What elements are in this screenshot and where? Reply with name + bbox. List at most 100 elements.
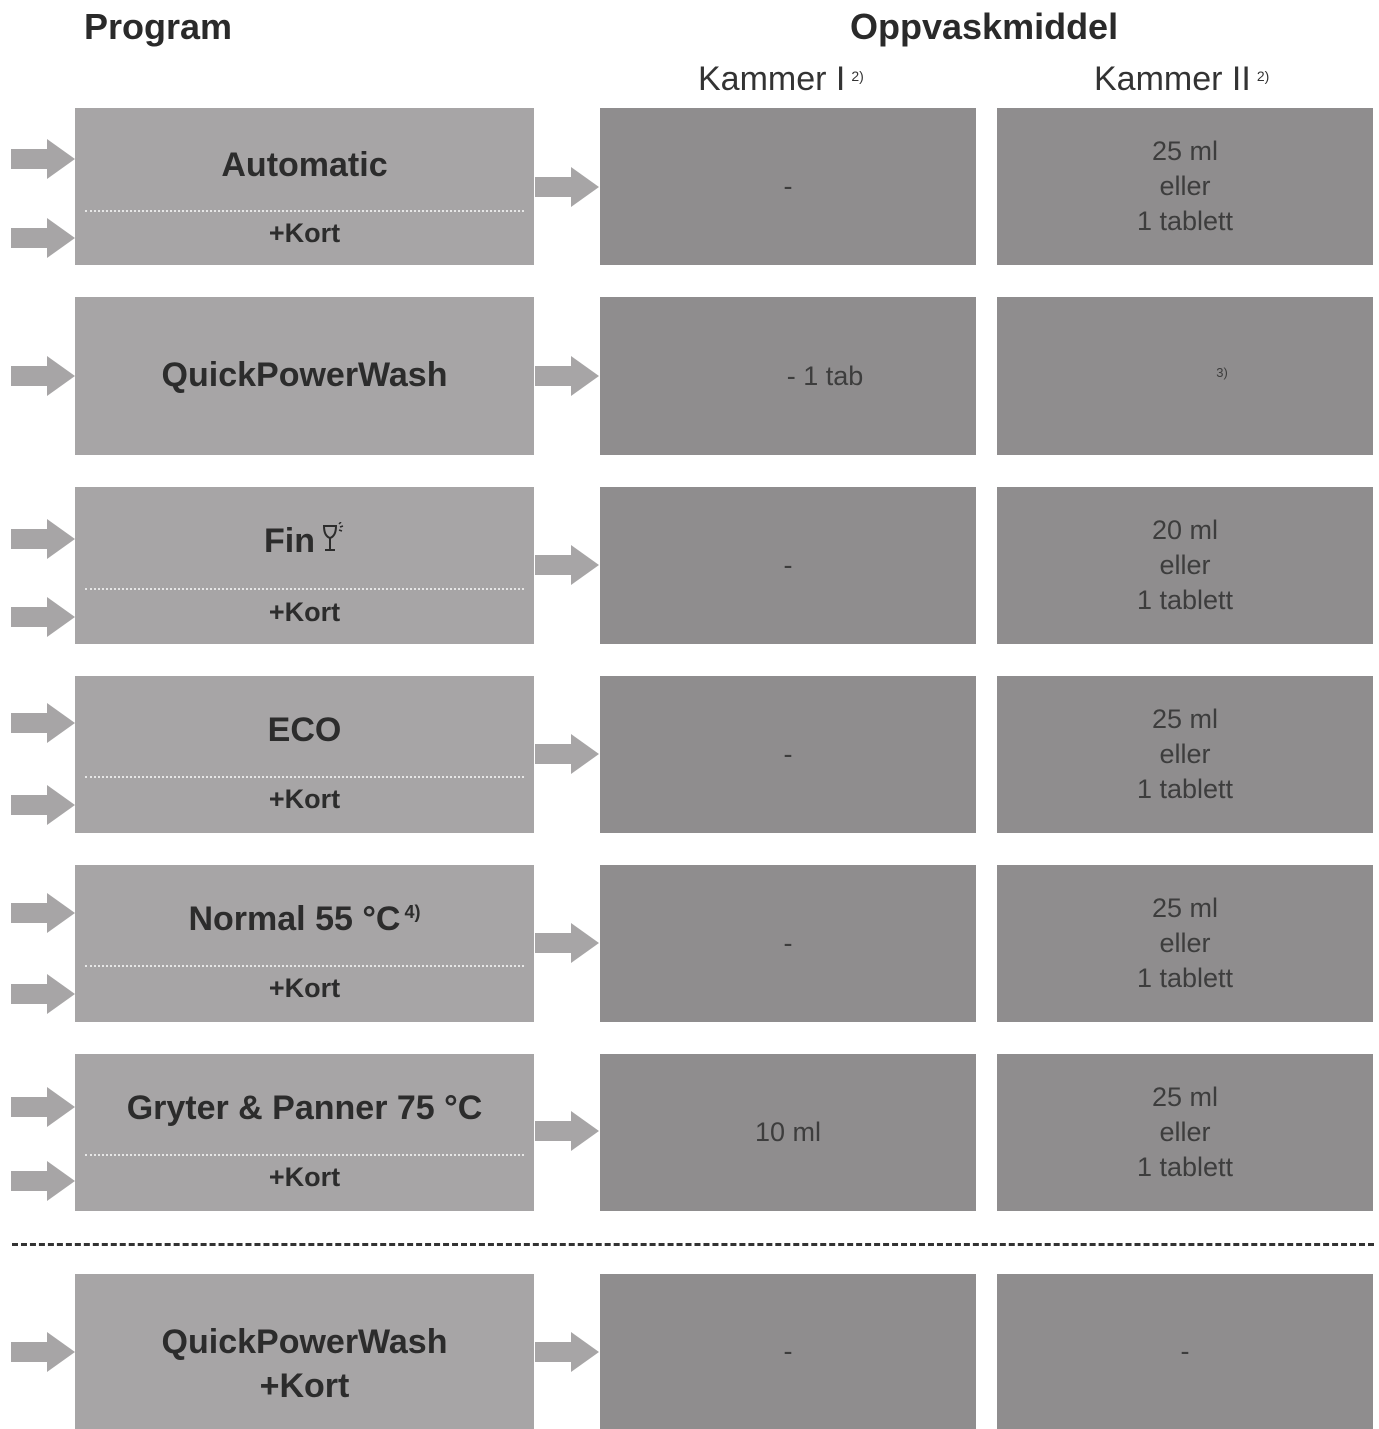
chamber1-cell: - [600, 487, 976, 644]
program-box: ECO +Kort [75, 676, 534, 833]
arrow-in-icon [11, 356, 75, 396]
kort-label: +Kort [268, 218, 341, 248]
kort-label: +Kort [268, 784, 341, 814]
chamber2-amount: 25 ml [1151, 136, 1219, 166]
arrow-in-icon [11, 1161, 75, 1201]
chamber1-value: 10 ml [754, 1117, 822, 1147]
chamber2-cell: 20 ml eller 1 tablett [997, 487, 1373, 644]
chamber1-cell: - [600, 1274, 976, 1429]
arrow-in-icon [11, 597, 75, 637]
arrow-out-icon [535, 167, 599, 207]
chamber2-cell: 25 ml eller 1 tablett [997, 676, 1373, 833]
detergent-header: Oppvaskmiddel [850, 6, 1119, 47]
kort-label: +Kort [259, 1367, 350, 1405]
program-footnote: 4) [404, 902, 421, 922]
program-box: QuickPowerWash +Kort [75, 1274, 534, 1429]
arrow-in-icon [11, 139, 75, 179]
program-name: Gryter & Panner 75 °C [126, 1089, 483, 1127]
program-box: Fin +Kort [75, 487, 534, 644]
program-header: Program [84, 6, 233, 47]
arrow-out-icon [535, 734, 599, 774]
program-name: Fin [264, 522, 315, 560]
program-row-quickpowerwash: QuickPowerWash - 1 tab 3) [0, 297, 1379, 455]
arrow-in-icon [11, 893, 75, 933]
chamber1-cell: - [600, 865, 976, 1022]
chamber1-value: - 1 tab [786, 360, 864, 391]
chamber2-tablet: 1 tablett [1136, 206, 1234, 236]
chamber2-cell: 25 ml eller 1 tablett [997, 865, 1373, 1022]
chamber2-or: eller [1159, 928, 1211, 958]
program-name: QuickPowerWash [161, 1323, 448, 1361]
arrow-out-icon [535, 1111, 599, 1151]
program-name: ECO [267, 711, 342, 749]
chamber2-amount: 20 ml [1151, 515, 1219, 545]
arrow-in-icon [11, 785, 75, 825]
chamber2-or: eller [1159, 739, 1211, 769]
chamber1-cell: - [600, 108, 976, 265]
arrow-out-icon [535, 356, 599, 396]
arrow-in-icon [11, 519, 75, 559]
chamber2-amount: 25 ml [1151, 893, 1219, 923]
program-box: QuickPowerWash [75, 297, 534, 455]
chamber1-cell: 10 ml [600, 1054, 976, 1211]
chamber2-amount: 25 ml [1151, 704, 1219, 734]
dotted-divider [85, 210, 524, 212]
chamber1-cell: - 1 tab [600, 297, 976, 455]
chamber2-cell: - [997, 1274, 1373, 1429]
dotted-divider [85, 776, 524, 778]
chamber1-cell: - [600, 676, 976, 833]
arrow-in-icon [11, 1087, 75, 1127]
arrow-in-icon [11, 218, 75, 258]
program-row-quickpowerwash-kort: QuickPowerWash +Kort - - [0, 1274, 1379, 1429]
chamber2-amount: 25 ml [1151, 1082, 1219, 1112]
chamber1-value: - [783, 739, 793, 769]
arrow-in-icon [11, 703, 75, 743]
program-row-automatic: Automatic +Kort - 25 ml eller 1 tablett [0, 108, 1379, 265]
arrow-in-icon [11, 1332, 75, 1372]
arrow-out-icon [535, 545, 599, 585]
chamber1-value: - [783, 1336, 793, 1366]
program-row-fin: Fin +Kort - 20 ml eller 1 tablett [0, 487, 1379, 644]
program-row-eco: ECO +Kort - 25 ml eller 1 tablett [0, 676, 1379, 833]
kort-label: +Kort [268, 1162, 341, 1192]
chamber2-tablet: 1 tablett [1136, 1152, 1234, 1182]
wine-glass-icon [321, 521, 345, 556]
arrow-in-icon [11, 974, 75, 1014]
program-name: Normal 55 °C [188, 900, 401, 938]
chamber1-value: - [783, 550, 793, 580]
chamber2-or: eller [1159, 171, 1211, 201]
dashed-divider [12, 1243, 1374, 1246]
chamber2-cell: 3) [997, 297, 1373, 455]
chamber2-cell: 25 ml eller 1 tablett [997, 108, 1373, 265]
chamber2-or: eller [1159, 1117, 1211, 1147]
chamber2-cell: 25 ml eller 1 tablett [997, 1054, 1373, 1211]
program-name-wrap: Fin [75, 521, 534, 561]
chamber2-footnote: 3) [1216, 364, 1228, 380]
chamber2-or: eller [1159, 550, 1211, 580]
program-box: Gryter & Panner 75 °C +Kort [75, 1054, 534, 1211]
dotted-divider [85, 965, 524, 967]
chamber2-tablet: 1 tablett [1136, 963, 1234, 993]
program-name: Automatic [221, 146, 388, 184]
chamber1-footnote: 2) [851, 68, 864, 84]
arrow-out-icon [535, 923, 599, 963]
chamber2-tablet: 1 tablett [1136, 585, 1234, 615]
chamber2-footnote: 2) [1256, 68, 1270, 84]
program-row-gryter-panner: Gryter & Panner 75 °C +Kort 10 ml 25 ml … [0, 1054, 1379, 1211]
kort-label: +Kort [268, 973, 341, 1003]
program-box: Automatic +Kort [75, 108, 534, 265]
chamber1-value: - [783, 928, 793, 958]
chamber1-value: - [783, 171, 793, 201]
arrow-out-icon [535, 1332, 599, 1372]
chamber2-value: - [1180, 1336, 1190, 1366]
dotted-divider [85, 1154, 524, 1156]
program-name: QuickPowerWash [161, 356, 448, 394]
dotted-divider [85, 588, 524, 590]
kort-label: +Kort [268, 597, 341, 627]
chamber2-tablet: 1 tablett [1136, 774, 1234, 804]
